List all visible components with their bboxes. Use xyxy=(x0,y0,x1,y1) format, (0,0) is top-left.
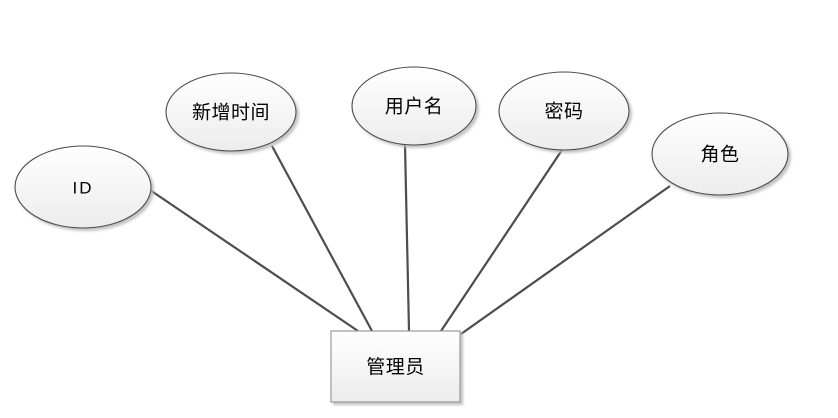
attribute-label-username: 用户名 xyxy=(385,96,444,118)
attribute-ellipse-password[interactable] xyxy=(498,71,630,151)
attribute-ellipse-role[interactable] xyxy=(651,112,789,196)
attribute-ellipse-id[interactable] xyxy=(14,145,152,229)
entity-label: 管理员 xyxy=(366,356,425,378)
connector-group xyxy=(149,144,671,335)
connector-line-password xyxy=(440,149,563,332)
connector-line-create-time xyxy=(271,145,373,332)
connector-line-role xyxy=(460,185,671,335)
attribute-label-role: 角色 xyxy=(700,144,739,166)
attribute-id[interactable]: ID xyxy=(14,145,152,229)
connector-line-username xyxy=(403,144,411,332)
attribute-label-id: ID xyxy=(73,179,94,198)
entity-admin[interactable]: 管理员 xyxy=(330,330,461,403)
attribute-label-password: 密码 xyxy=(544,101,583,123)
attribute-ellipse-create-time[interactable] xyxy=(165,72,297,152)
entity-rect[interactable] xyxy=(330,330,461,403)
attribute-password[interactable]: 密码 xyxy=(498,71,630,151)
attribute-ellipse-username[interactable] xyxy=(351,66,477,146)
attribute-role[interactable]: 角色 xyxy=(651,112,789,196)
connector-line-id xyxy=(149,189,359,332)
attribute-label-create-time: 新增时间 xyxy=(192,102,270,124)
attribute-username[interactable]: 用户名 xyxy=(351,66,477,146)
attribute-create-time[interactable]: 新增时间 xyxy=(165,72,297,152)
